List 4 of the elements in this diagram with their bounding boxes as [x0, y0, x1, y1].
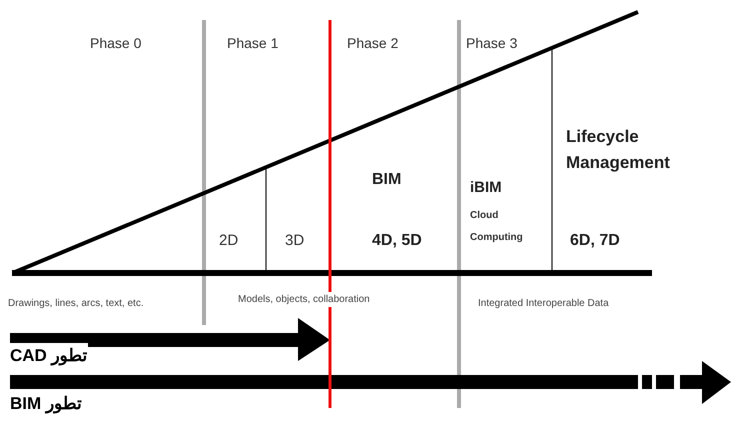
phase-description: Models, objects, collaboration	[238, 292, 370, 307]
timeline-label: تطور CAD	[10, 343, 88, 368]
phase-description: Drawings, lines, arcs, text, etc.	[8, 296, 144, 311]
phase-description: Integrated Interoperable Data	[478, 296, 609, 311]
